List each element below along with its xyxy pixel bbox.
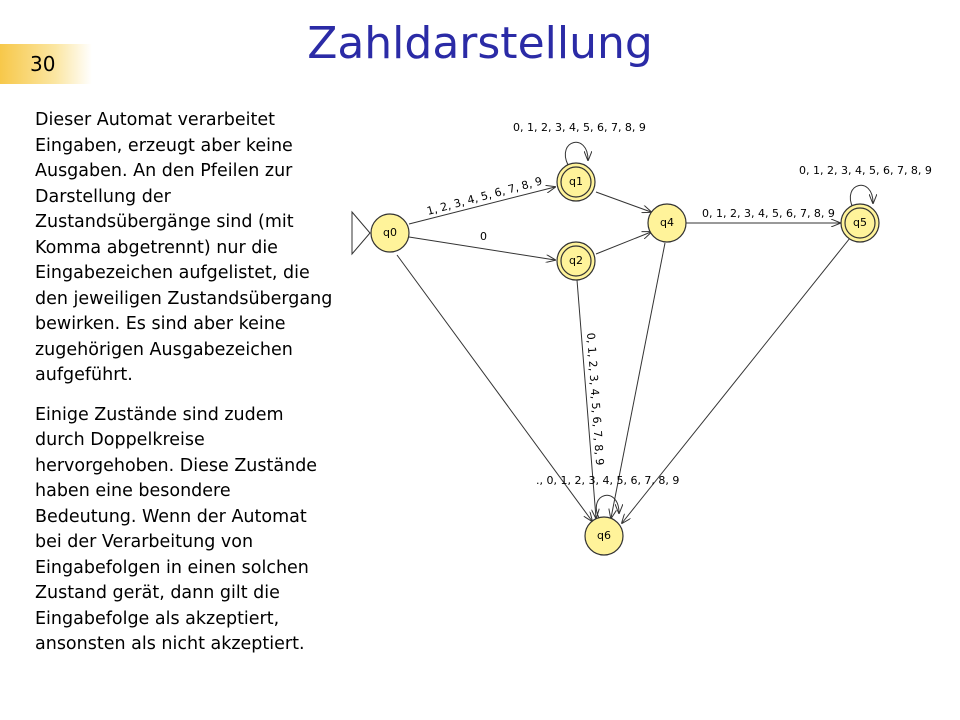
initial-state-marker bbox=[351, 210, 371, 256]
page-title: Zahldarstellung bbox=[307, 18, 653, 69]
label-q2-q6: 0, 1, 2, 3, 4, 5, 6, 7, 8, 9 bbox=[584, 332, 606, 466]
svg-text:q2: q2 bbox=[569, 254, 583, 267]
label-q4-q5: 0, 1, 2, 3, 4, 5, 6, 7, 8, 9 bbox=[702, 207, 835, 220]
label-loop-q1: 0, 1, 2, 3, 4, 5, 6, 7, 8, 9 bbox=[513, 121, 646, 134]
edge-q0-q2 bbox=[408, 236, 555, 260]
edge-q5-q6 bbox=[622, 237, 851, 523]
label-q0-q1: 1, 2, 3, 4, 5, 6, 7, 8, 9 bbox=[425, 175, 543, 218]
loop-q5 bbox=[849, 184, 873, 209]
paragraph-accepting-states: Einige Zustände sind zudem durch Doppelk… bbox=[35, 404, 318, 655]
label-loop-q5: 0, 1, 2, 3, 4, 5, 6, 7, 8, 9 bbox=[799, 164, 932, 177]
state-q5: q5 bbox=[840, 203, 880, 243]
edge-q2-q6 bbox=[576, 279, 596, 518]
automaton-diagram: q0 q1 q2 q4 q5 q6 1, 2, 3, 4, 5, 6, 7, 8… bbox=[351, 121, 932, 556]
paragraph-automaton-description: Dieser Automat verarbeitet Eingaben, erz… bbox=[35, 110, 333, 385]
edge-q0-q6 bbox=[396, 254, 592, 521]
loop-q1 bbox=[564, 141, 588, 166]
state-q2: q2 bbox=[556, 241, 596, 281]
edge-q4-q6 bbox=[611, 242, 666, 518]
slide-number: 30 bbox=[30, 52, 56, 76]
state-q1: q1 bbox=[556, 162, 596, 202]
svg-text:q5: q5 bbox=[853, 216, 867, 229]
label-q0-q2: 0 bbox=[480, 230, 487, 243]
svg-text:q6: q6 bbox=[597, 529, 611, 542]
edge-q2-q4 bbox=[595, 232, 651, 255]
explanation-text: Dieser Automat verarbeitet Eingaben, erz… bbox=[35, 108, 335, 672]
svg-text:q4: q4 bbox=[660, 216, 674, 229]
svg-text:q1: q1 bbox=[569, 175, 583, 188]
svg-text:q0: q0 bbox=[383, 226, 397, 239]
edge-q1-q4 bbox=[595, 191, 651, 212]
state-q0: q0 bbox=[370, 213, 410, 253]
slide-number-badge bbox=[0, 44, 92, 84]
state-q6: q6 bbox=[584, 516, 624, 556]
state-q4: q4 bbox=[647, 203, 687, 243]
edge-q0-q1 bbox=[408, 187, 555, 225]
label-loop-q6: ., 0, 1, 2, 3, 4, 5, 6, 7, 8, 9 bbox=[536, 474, 679, 487]
loop-q6 bbox=[595, 494, 619, 519]
